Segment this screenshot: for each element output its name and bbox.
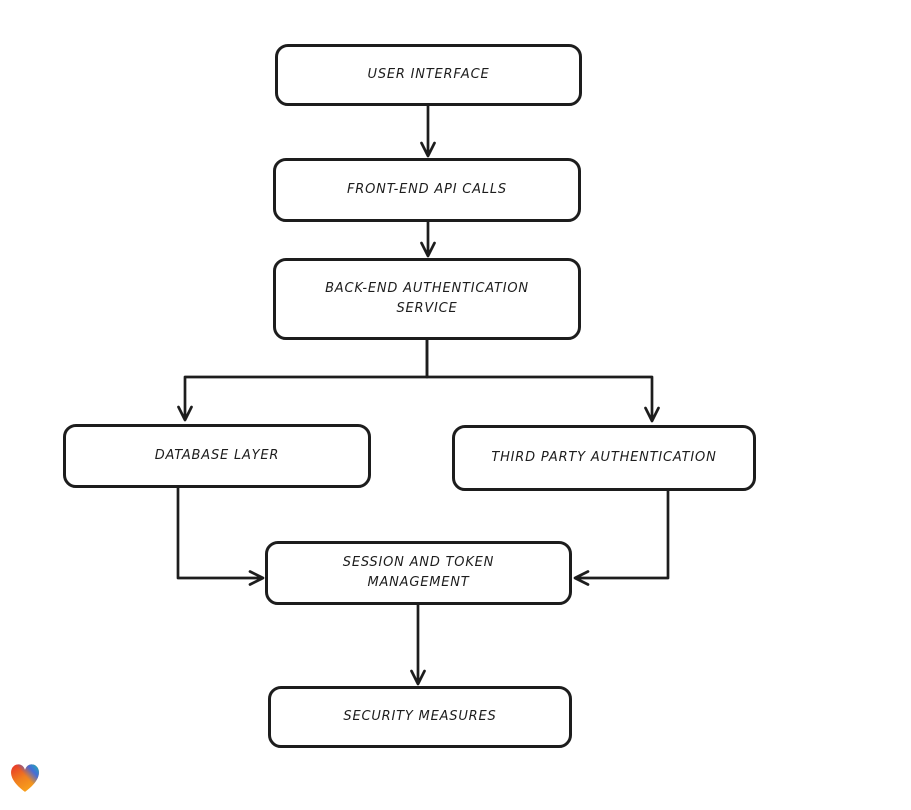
node-security-measures: SECURITY MEASURES (268, 686, 572, 748)
edge-database-to-session (176, 484, 265, 586)
node-back-end-authentication-service: BACK-END AUTHENTICATION SERVICE (273, 258, 581, 340)
edge-session-to-security (410, 601, 426, 686)
node-user-interface-label: USER INTERFACE (367, 66, 490, 82)
edge-back-end-to-third-party (425, 336, 660, 423)
edge-back-end-to-database (177, 336, 429, 422)
edge-third-party-to-session (573, 487, 670, 586)
edge-front-end-to-back-end (420, 218, 436, 258)
node-third-party-authentication: THIRD PARTY AUTHENTICATION (452, 425, 756, 491)
node-third-party-authentication-label: THIRD PARTY AUTHENTICATION (491, 449, 717, 465)
node-back-end-authentication-service-label: BACK-END AUTHENTICATION SERVICE (325, 280, 529, 316)
node-front-end-api-calls: FRONT-END API CALLS (273, 158, 581, 222)
heart-gradient-logo-icon (8, 761, 42, 794)
node-database-layer: DATABASE LAYER (63, 424, 371, 488)
node-database-layer-label: DATABASE LAYER (154, 447, 280, 463)
node-session-and-token-management-label: SESSION AND TOKEN MANAGEMENT (342, 554, 495, 590)
node-user-interface: USER INTERFACE (275, 44, 582, 106)
node-session-and-token-management: SESSION AND TOKEN MANAGEMENT (265, 541, 572, 605)
node-security-measures-label: SECURITY MEASURES (343, 708, 497, 724)
edge-user-interface-to-front-end (420, 102, 436, 158)
node-front-end-api-calls-label: FRONT-END API CALLS (347, 181, 507, 197)
